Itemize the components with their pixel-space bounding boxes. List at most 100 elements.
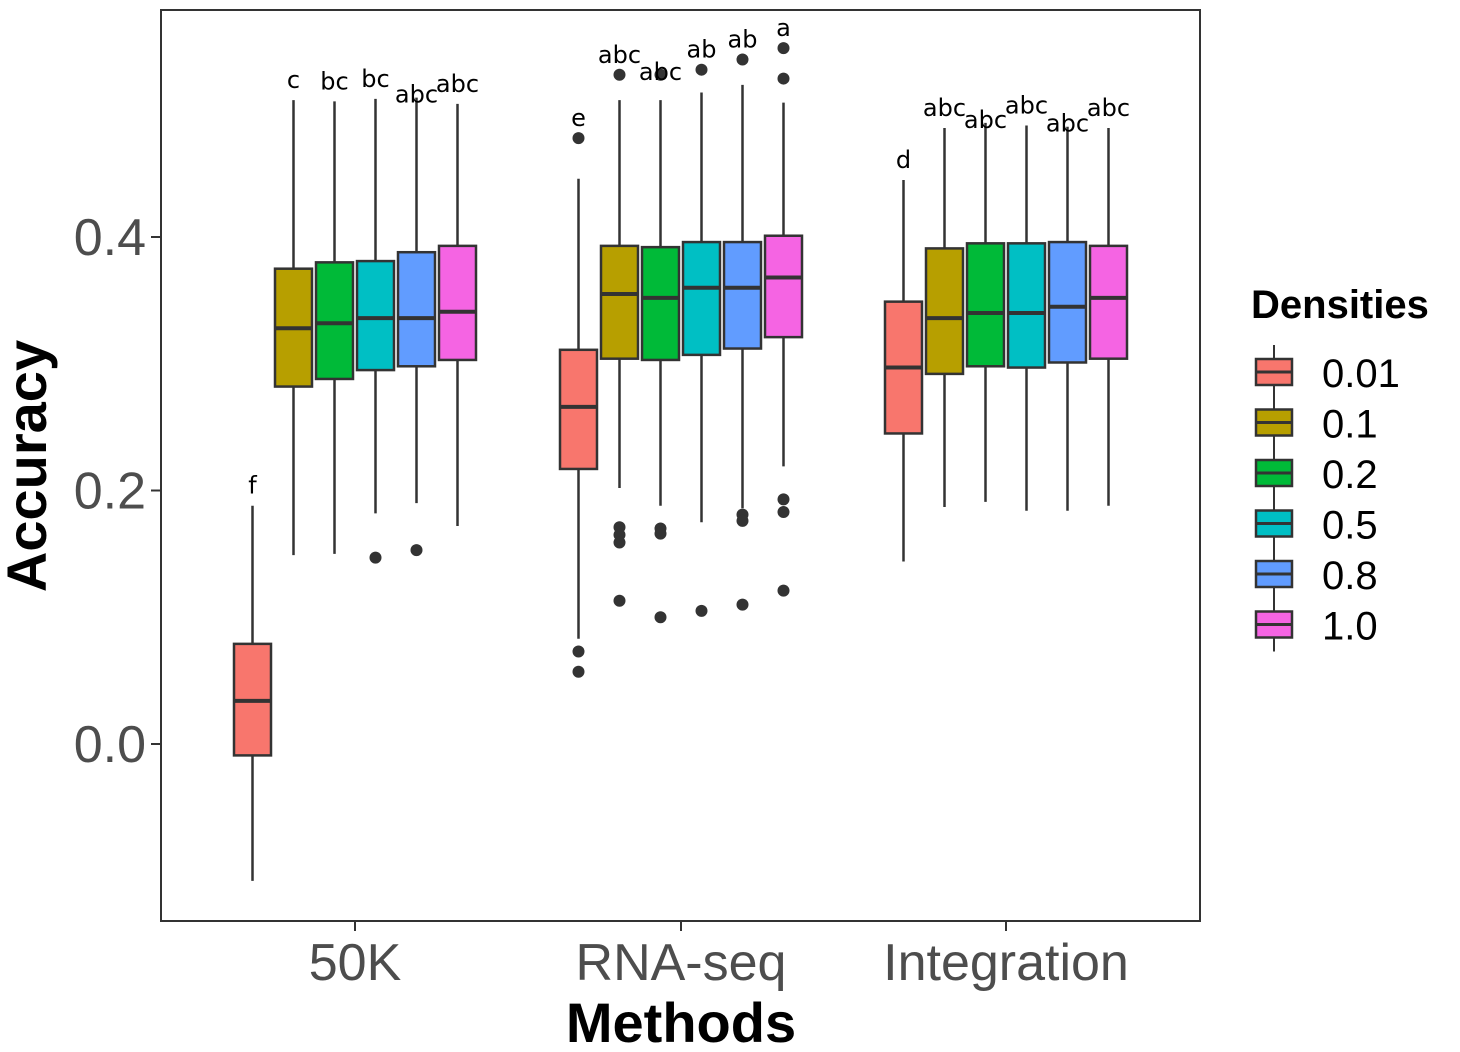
legend-item-0.01: 0.01 (1254, 345, 1400, 399)
x-axis-title: Methods (566, 991, 796, 1052)
significance-letter: a (776, 14, 791, 42)
significance-letter: abc (1046, 110, 1089, 138)
legend-item-0.8: 0.8 (1254, 547, 1378, 601)
box-Integration-1.0: abc (1087, 94, 1130, 506)
significance-letter: d (896, 146, 911, 174)
significance-letter: abc (639, 58, 682, 86)
box-RNA-seq-0.5: ab (681, 36, 722, 617)
box-body (965, 242, 1006, 368)
box-Integration-0.8: abc (1046, 110, 1089, 511)
significance-letter: bc (320, 67, 348, 95)
box-outlier (736, 514, 749, 527)
significance-letter: abc (436, 70, 479, 98)
legend-title: Densities (1251, 283, 1429, 327)
box-outlier (654, 611, 667, 624)
box-body (1006, 242, 1047, 369)
legend-label: 0.2 (1322, 453, 1378, 497)
box-Integration-0.1: abc (923, 94, 966, 507)
box-body (314, 261, 355, 381)
box-outlier (572, 645, 585, 658)
box-outlier (654, 68, 667, 81)
panel-border (160, 9, 1201, 922)
box-body (924, 247, 965, 376)
significance-letter: abc (1005, 91, 1048, 119)
box-outlier (777, 42, 790, 55)
y-tick-label: 0.2 (74, 463, 146, 521)
box-50K-0.5: bc (355, 65, 396, 564)
box-outlier (736, 53, 749, 66)
box-outlier (410, 544, 423, 557)
box-outlier (613, 594, 626, 607)
y-axis-title: Accuracy (0, 340, 58, 592)
box-outlier (777, 506, 790, 519)
significance-letter: abc (395, 81, 438, 109)
y-tick-label: 0.4 (74, 209, 146, 267)
x-tick-label: RNA-seq (576, 934, 787, 992)
y-axis: 0.0 0.2 0.4 (74, 209, 161, 774)
box-body (437, 244, 478, 362)
box-body (1047, 240, 1088, 364)
box-body (763, 234, 804, 339)
box-body (396, 250, 437, 368)
legend: Densities 0.01 0.1 0.2 0.5 0.8 1.0 (1251, 283, 1429, 652)
box-Integration-0.2: abc (964, 106, 1007, 502)
box-RNA-seq-0.2: abc (639, 58, 682, 624)
box-outlier (613, 536, 626, 549)
box-RNA-seq-0.1: abc (598, 41, 641, 607)
box-outlier (777, 493, 790, 506)
legend-label: 0.8 (1322, 554, 1378, 598)
significance-letter: bc (361, 65, 389, 93)
legend-label: 1.0 (1322, 605, 1378, 649)
significance-letter: c (287, 66, 300, 94)
significance-letter: abc (1087, 94, 1130, 122)
legend-item-0.1: 0.1 (1254, 395, 1378, 450)
box-outlier (695, 604, 708, 617)
box-RNA-seq-1.0: a (763, 14, 804, 597)
legend-item-0.5: 0.5 (1254, 496, 1378, 551)
box-outlier (695, 63, 708, 76)
x-tick-label: Integration (883, 934, 1129, 992)
significance-letter: e (571, 104, 586, 132)
box-outlier (369, 551, 382, 564)
significance-letter: ab (687, 36, 717, 64)
box-outlier (572, 132, 585, 145)
box-outlier (613, 68, 626, 81)
box-50K-0.1: c (273, 66, 314, 556)
significance-letter: abc (964, 106, 1007, 134)
legend-item-1.0: 1.0 (1254, 597, 1378, 652)
box-body (558, 348, 599, 471)
box-RNA-seq-0.8: ab (722, 26, 763, 611)
box-outlier (777, 584, 790, 597)
box-Integration-0.5: abc (1005, 91, 1048, 511)
box-body (355, 259, 396, 372)
legend-label: 0.5 (1322, 504, 1378, 548)
box-body (681, 240, 722, 357)
box-Integration-0.01: d (883, 146, 924, 562)
box-body (640, 245, 681, 362)
box-50K-0.8: abc (395, 81, 438, 557)
box-RNA-seq-0.01: e (558, 104, 599, 678)
box-body (722, 240, 763, 350)
significance-letter: f (248, 472, 257, 500)
box-50K-0.2: bc (314, 67, 355, 554)
box-body (599, 244, 640, 360)
legend-item-0.2: 0.2 (1254, 446, 1378, 500)
significance-letter: abc (923, 94, 966, 122)
box-outlier (736, 598, 749, 611)
significance-letter: abc (598, 41, 641, 69)
legend-label: 0.1 (1322, 403, 1378, 447)
box-outlier (572, 665, 585, 678)
box-outlier (777, 72, 790, 85)
box-50K-1.0: abc (436, 70, 479, 526)
x-tick-label: 50K (309, 934, 402, 992)
legend-label: 0.01 (1322, 352, 1400, 396)
box-outlier (654, 527, 667, 540)
x-axis: 50K RNA-seq Integration (309, 921, 1129, 992)
y-tick-label: 0.0 (74, 716, 146, 774)
box-50K-0.01: f (232, 472, 273, 881)
significance-letter: ab (728, 26, 758, 54)
box-body (1088, 244, 1129, 360)
